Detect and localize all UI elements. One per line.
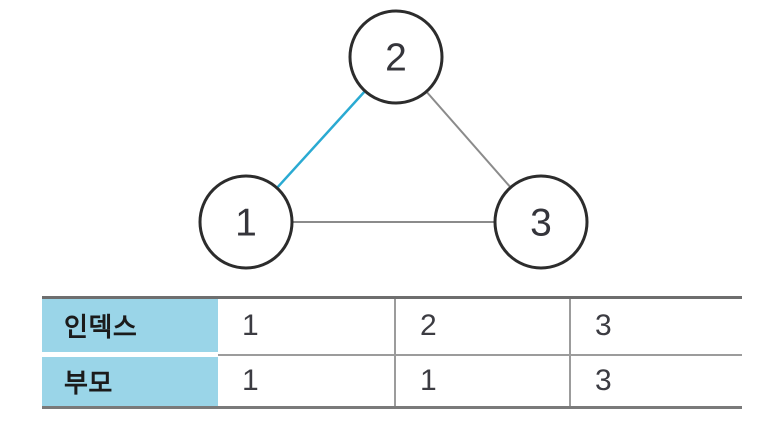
table-cell: 1 bbox=[394, 353, 570, 408]
table-cell: 1 bbox=[218, 353, 395, 408]
node-circle-1 bbox=[198, 174, 294, 270]
table-cell: 2 bbox=[394, 297, 570, 355]
node-label-1: 1 bbox=[235, 202, 257, 245]
table-cell: 3 bbox=[569, 353, 742, 408]
graph-canvas: 1 2 3 bbox=[198, 9, 589, 270]
table-cell: 3 bbox=[569, 297, 742, 355]
node-circle-2 bbox=[348, 9, 444, 105]
graph-node-2: 2 bbox=[348, 9, 444, 105]
row-header-cell: 부모 bbox=[42, 352, 218, 408]
node-label-2: 2 bbox=[385, 37, 407, 80]
table-cell: 1 bbox=[242, 309, 259, 343]
row-header-cell: 인덱스 bbox=[42, 297, 218, 355]
graph-node-1: 1 bbox=[198, 174, 294, 270]
graph-node-3: 3 bbox=[493, 174, 589, 270]
node-label-3: 3 bbox=[530, 202, 552, 245]
node-circle-3 bbox=[493, 174, 589, 270]
